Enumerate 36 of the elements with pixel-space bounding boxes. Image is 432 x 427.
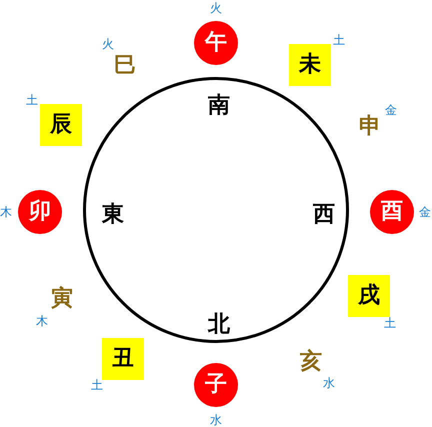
character-label: 午 [205,32,227,54]
circle-marker [194,363,238,407]
branch-label: 申 [359,116,381,138]
circle-marker [194,21,238,65]
element-label: 火 [102,38,114,50]
highlight-box [348,275,390,317]
circle-marker [18,190,62,234]
element-label: 水 [210,414,222,426]
character-label: 丑 [112,348,134,370]
element-label: 土 [384,317,396,329]
element-label: 土 [333,34,345,46]
branch-label: 寅 [51,288,73,310]
character-label: 酉 [381,201,403,223]
element-label: 木 [36,315,48,327]
direction-label: 西 [313,204,335,226]
branch-label: 亥 [300,351,322,373]
element-label: 土 [26,94,38,106]
element-label: 金 [419,206,431,218]
highlight-box [40,104,82,146]
character-label: 卯 [29,201,51,223]
character-label: 辰 [50,114,72,136]
character-label: 戌 [358,285,380,307]
element-label: 水 [323,377,335,389]
element-label: 木 [0,206,12,218]
element-label: 土 [91,379,103,391]
direction-label: 北 [208,314,230,336]
branch-label: 巳 [114,55,136,77]
character-label: 子 [205,374,227,396]
circle-marker [370,190,414,234]
highlight-box [102,338,144,380]
direction-label: 南 [208,95,230,117]
element-label: 火 [210,2,222,14]
highlight-box [289,44,331,86]
direction-label: 東 [102,204,124,226]
element-label: 金 [385,104,397,116]
character-label: 未 [299,54,321,76]
